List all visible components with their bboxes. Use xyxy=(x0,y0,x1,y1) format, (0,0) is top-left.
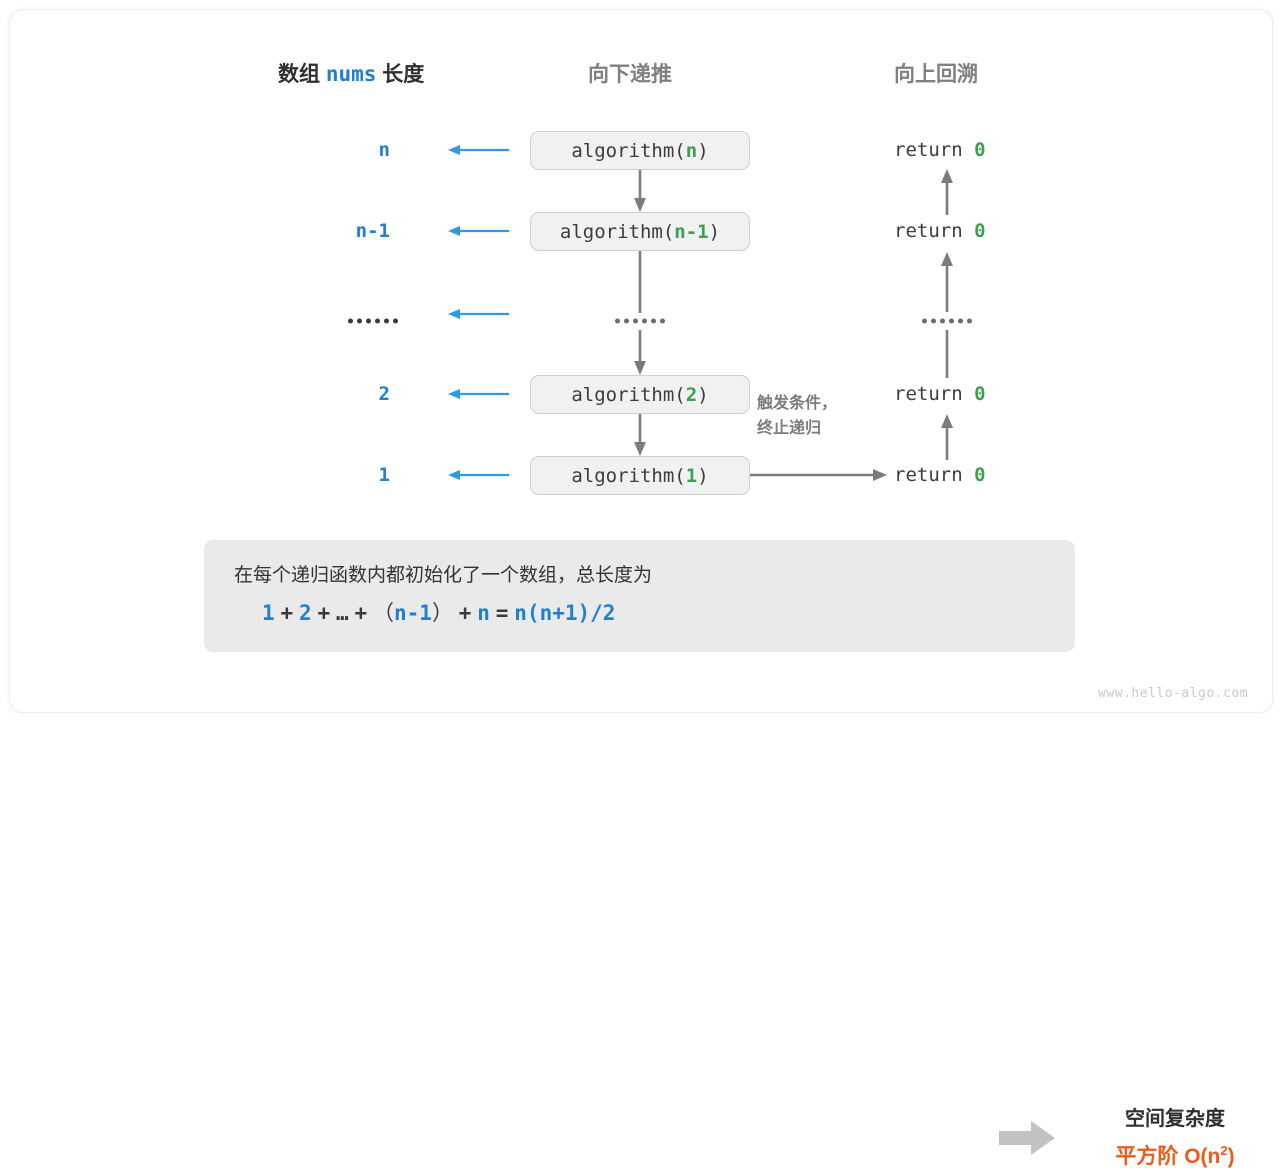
formula-left-paren: （ xyxy=(373,602,394,625)
call-box-row-1[interactable]: algorithm(n-1) xyxy=(530,212,750,251)
length-label-row-0: n xyxy=(378,139,390,161)
formula-term-5: n xyxy=(477,601,490,625)
complexity-notation: O(n2) xyxy=(1184,1143,1235,1168)
call-box-close-row-3: ) xyxy=(697,383,709,406)
return-label-row-3: return 0 xyxy=(894,383,986,405)
header-downward-recursion: 向下递推 xyxy=(588,63,672,86)
return-column-ellipsis-dots xyxy=(922,318,972,324)
formula-equals: = xyxy=(495,601,509,625)
length-label-row-3: 2 xyxy=(378,383,390,405)
header-upward-backtrack: 向上回溯 xyxy=(894,63,978,86)
up-arrow-4-to-3 xyxy=(941,414,953,460)
call-box-row-4[interactable]: algorithm(1) xyxy=(530,456,750,495)
formula-term-4: n-1 xyxy=(394,601,432,625)
call-box-close-row-0: ) xyxy=(697,139,709,162)
formula-ellipsis: … xyxy=(336,601,349,625)
return-label-row-1: return 0 xyxy=(894,220,986,242)
return-value-row-0: 0 xyxy=(974,139,986,161)
length-label-row-4: 1 xyxy=(378,464,390,486)
length-label-row-1: n-1 xyxy=(355,220,390,242)
header-array-prefix: 数组 xyxy=(278,63,320,86)
formula-right-paren: ） xyxy=(431,602,453,625)
call-box-fn-row-4: algorithm( xyxy=(571,464,686,487)
blue-arrow-row-2 xyxy=(448,309,509,319)
call-box-fn-row-0: algorithm( xyxy=(571,139,686,162)
return-value-row-1: 0 xyxy=(974,220,986,242)
complexity-result: 平方阶 O(n2) xyxy=(1080,1140,1270,1170)
formula-term-2: 2 xyxy=(299,601,312,625)
blue-arrow-row-3 xyxy=(448,389,509,399)
complexity-notation-base: O(n xyxy=(1184,1145,1221,1168)
return-keyword-row-4: return xyxy=(894,464,963,486)
formula-result: n(n+1)/2 xyxy=(514,601,616,625)
call-box-close-row-4: ) xyxy=(697,464,709,487)
complexity-notation-close: ) xyxy=(1227,1145,1235,1168)
result-block-arrow-icon xyxy=(999,1121,1055,1155)
down-arrow-ellipsis-to-3 xyxy=(634,330,646,375)
call-box-arg-row-4: 1 xyxy=(685,464,698,487)
return-value-row-3: 0 xyxy=(974,383,986,405)
down-arrow-3-to-4 xyxy=(634,414,646,456)
blue-arrow-row-4 xyxy=(448,470,509,480)
trigger-condition-note: 触发条件， 终止递归 xyxy=(757,392,837,442)
call-box-close-row-1: ) xyxy=(708,220,721,243)
formula-op-4: + xyxy=(458,601,472,625)
header-array-code: nums xyxy=(325,62,377,86)
return-keyword-row-3: return xyxy=(894,383,963,405)
formula-term-1: 1 xyxy=(262,601,275,625)
summary-formula: 1 + 2 + … + （n-1） + n = n(n+1)/2 xyxy=(262,597,615,627)
blue-arrow-row-0 xyxy=(448,145,509,155)
call-box-fn-row-1: algorithm( xyxy=(559,220,675,243)
formula-op-3: + xyxy=(354,601,368,625)
formula-op-2: + xyxy=(317,601,331,625)
complexity-title: 空间复杂度 xyxy=(1125,1108,1225,1130)
complexity-notation-exponent: 2 xyxy=(1220,1143,1228,1158)
call-box-row-3[interactable]: algorithm(2) xyxy=(530,375,750,414)
up-arrow-1-to-0 xyxy=(941,169,953,215)
length-label-row-2-ellipsis-dots xyxy=(348,318,398,324)
call-box-fn-row-3: algorithm( xyxy=(571,383,686,406)
header-array-length: 数组 nums 长度 xyxy=(278,58,424,88)
formula-op-1: + xyxy=(280,601,294,625)
return-label-row-4: return 0 xyxy=(894,464,986,486)
up-arrow-ellipsis-to-1 xyxy=(941,252,953,312)
call-box-arg-row-1: n-1 xyxy=(674,220,709,243)
call-box-row-0[interactable]: algorithm(n) xyxy=(530,131,750,170)
return-value-row-4: 0 xyxy=(974,464,986,486)
watermark: www.hello-algo.com xyxy=(1098,686,1248,701)
header-array-suffix: 长度 xyxy=(382,63,425,86)
return-keyword-row-1: return xyxy=(894,220,963,242)
up-arrow-3-to-ellipsis xyxy=(945,330,949,378)
summary-description: 在每个递归函数内都初始化了一个数组，总长度为 xyxy=(234,565,653,586)
return-label-row-0: return 0 xyxy=(894,139,986,161)
call-box-arg-row-0: n xyxy=(685,139,698,162)
down-arrow-1-to-ellipsis xyxy=(638,251,642,313)
diagram-canvas: 数组 nums 长度 向下递推 向上回溯 n n-1 2 1 algorithm… xyxy=(9,9,1273,1168)
return-keyword-row-0: return xyxy=(894,139,963,161)
base-case-arrow xyxy=(750,469,887,481)
summary-box: 在每个递归函数内都初始化了一个数组，总长度为 1 + 2 + … + （n-1）… xyxy=(204,540,1235,1168)
blue-arrow-row-1 xyxy=(448,226,509,236)
call-column-ellipsis-dots xyxy=(615,318,665,324)
complexity-result-label: 平方阶 xyxy=(1115,1145,1179,1168)
down-arrow-0-to-1 xyxy=(634,170,646,212)
trigger-note-line-2: 终止递归 xyxy=(757,419,822,437)
trigger-note-line-1: 触发条件， xyxy=(757,395,838,412)
call-box-arg-row-3: 2 xyxy=(685,383,698,406)
